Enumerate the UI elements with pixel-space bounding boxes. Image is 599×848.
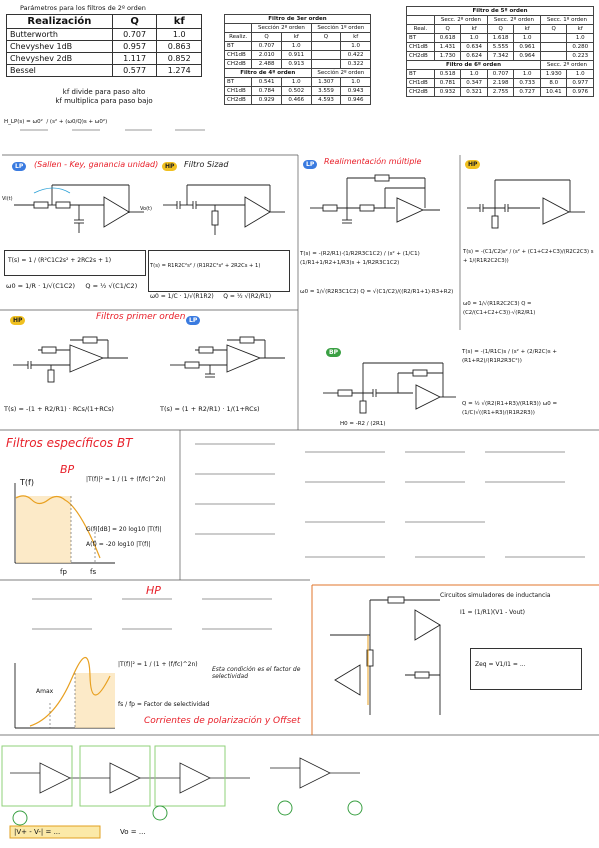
circuit-mf-hp: [467, 179, 585, 229]
formula-mf-lp: T(s) = -(R2/R1)·(1/R2R3C1C2) / (s² + (1/…: [300, 251, 420, 266]
badge-lp-mf: LP: [303, 160, 318, 169]
label-fs: fs: [90, 568, 97, 576]
badge-lp: LP: [12, 162, 27, 171]
badge-hp-mf: HP: [465, 160, 481, 169]
table-header: Realización: [6, 14, 113, 29]
formula-ganancia: G(f)[dB] = 20 log10 |T(f)|: [86, 526, 162, 533]
formula-sk-hp: T(s) = R1R2C²s² / (R1R2C²s² + 2R2Cs + 1): [150, 263, 261, 269]
graph-bt-hp: [14, 656, 115, 729]
section-polarizacion: Corrientes de polarización y Offset: [144, 716, 301, 726]
formula-mf-hp-w0: ω0 = 1/√(R1R2C2C3) Q = (C2/(C1+C2+C3))·√…: [463, 301, 536, 316]
badge-lp-first: LP: [186, 316, 201, 325]
formula-sk-lp: T(s) = 1 / (R²C1C2s² + 2RC2s + 1): [8, 257, 112, 264]
formula-block-hp: [32, 598, 272, 630]
formula-offset-2: Vo = ...: [120, 828, 146, 836]
section-sallen-key: (Sallen - Key, ganancia unidad): [34, 160, 159, 169]
formula-offset-1: |V+ - V-| = ...: [14, 828, 61, 836]
formula-first-hp: T(s) = -(1 + R2/R1) · RCs/(1+RCs): [4, 405, 114, 413]
graph-bt-lp: [14, 483, 115, 564]
circuit-first-lp: [170, 336, 285, 378]
hlp-formula-graphic: [20, 129, 205, 131]
formula-sk-hp-w0: ω0 = 1/C · 1/√(R1R2) Q = ½ √(R2/R1): [150, 293, 272, 300]
label-vin: Vi(t): [2, 196, 13, 202]
section-inductancia: Circuitos simuladores de inductancia: [440, 592, 551, 599]
section-multiple: Realimentación múltiple: [324, 157, 422, 166]
table-note: kf multiplica para paso bajo: [55, 97, 153, 105]
formula-block-specs: [195, 443, 585, 558]
circuit-sallen-hp: [163, 184, 285, 235]
circuit-mf-lp: [310, 174, 440, 224]
label-amax: Amax: [36, 688, 54, 695]
formula-spec-bt: |T(f)|² = 1 / (1 + (f/fc)^2n): [86, 476, 166, 483]
formula-selectivity: fs / fp = Factor de selectividad: [118, 701, 210, 708]
formula-box-sk-hp: [148, 250, 290, 292]
formula-first-lp: T(s) = (1 + R2/R1) · 1/(1+RCs): [160, 405, 260, 413]
circuit-first-hp: [13, 336, 128, 383]
label-tf: T(f): [20, 478, 34, 487]
label-vout: Vo(t): [140, 206, 152, 212]
formula-hp-tf: |T(f)|² = 1 / (1 + (f/fc)^2n): [118, 661, 198, 668]
formula-box-ind: [470, 648, 582, 690]
circuit-offset: [1, 745, 363, 839]
section-hp: HP: [146, 584, 161, 597]
label-fp: fp: [60, 568, 67, 576]
formula-mf-lp-w0: ω0 = 1/√(R2R3C1C2) Q = √(C1/C2)/((R2/R1+…: [300, 289, 454, 295]
formula-bp-q: Q = ½ √(R2(R1+R3)/(R1R3)) ω0 = (1/C)√((R…: [462, 401, 558, 416]
badge-hp: HP: [162, 162, 178, 171]
formula-mf-hp: T(s) = -(C1/C2)s² / (s² + (C1+C2+C3)/(R2…: [463, 249, 594, 264]
circuit-bp: [323, 362, 456, 414]
table-note: kf divide para paso alto: [62, 88, 146, 96]
formula-box-sk-lp: [4, 250, 146, 276]
circuit-sallen-lp: [14, 184, 144, 233]
note-selectivity: Esta condición es el factor de selectivi…: [212, 666, 301, 680]
section-bp: BP: [60, 463, 75, 476]
circuit-gic: [330, 596, 441, 715]
formula-bp-h0: H0 = -R2 / (2R1): [340, 421, 386, 427]
transfer-functions: H_LP(s) = ω0² / (s² + (ω0/Q)s + ω0²): [4, 119, 108, 125]
section-primer-orden: Filtros primer orden: [96, 312, 186, 322]
formula-bp: T(s) = -(1/R1C)s / (s² + (2/R2C)s + (R1+…: [462, 349, 557, 364]
formula-ind-i: I1 = (1/R1)(V1 - Vout): [460, 609, 525, 616]
formula-ind-z: Zeq = V1/I1 = ...: [475, 661, 526, 668]
badge-bp: BP: [326, 348, 341, 357]
page-title: Parámetros para los filtros de 2º orden: [20, 4, 146, 12]
formula-sk-lp-w0: ω0 = 1/R · 1/√(C1C2) Q = ½ √(C1/C2): [6, 282, 138, 290]
section-especificos: Filtros específicos BT: [6, 436, 133, 450]
table-header: Q: [111, 14, 158, 29]
badge-hp-first: HP: [10, 316, 26, 325]
section-sallen-hp: Filtro Sizad: [184, 160, 229, 169]
formula-atenuacion: A(f) = -20 log10 |T(f)|: [86, 541, 151, 548]
